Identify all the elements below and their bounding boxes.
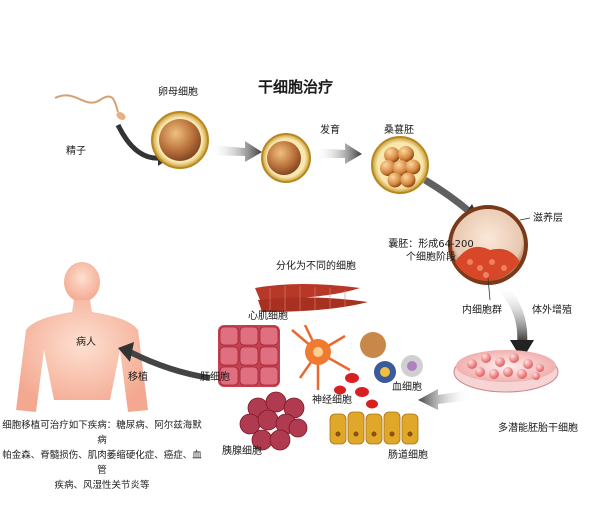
pancreatic-cell-illustration <box>240 392 307 450</box>
label-oocyte: 卵母细胞 <box>158 86 198 99</box>
treatable-note-line2: 帕金森、脊髓损伤、肌肉萎缩硬化症、癌症、血管 <box>2 448 202 478</box>
label-pancreatic-cells: 胰腺细胞 <box>222 445 262 458</box>
oocyte-illustration <box>152 112 208 168</box>
morula-illustration <box>372 137 428 193</box>
treatable-diseases-note: 细胞移植可治疗如下疾病：糖尿病、阿尔兹海默病 帕金森、脊髓损伤、肌肉萎缩硬化症、… <box>2 418 202 493</box>
label-blood-cells: 血细胞 <box>392 381 422 394</box>
sperm-illustration <box>55 95 127 121</box>
arrow-to-blastocyst <box>425 180 470 212</box>
label-trophoblast: 滋养层 <box>533 212 563 225</box>
label-blastocyst-line1: 囊胚：形成64-200 <box>376 238 486 251</box>
label-blastocyst: 囊胚：形成64-200 个细胞阶段 <box>376 238 486 264</box>
label-blastocyst-line2: 个细胞阶段 <box>376 251 486 264</box>
label-neurons: 神经细胞 <box>312 394 352 407</box>
arrow-to-morula <box>315 143 362 164</box>
label-intestinal-cells: 肠道细胞 <box>388 449 428 462</box>
label-differentiate: 分化为不同的细胞 <box>276 260 356 273</box>
zygote-illustration <box>262 134 310 182</box>
cardiomyocyte-illustration <box>255 284 368 312</box>
label-patient: 病人 <box>76 336 96 349</box>
label-inner-cell-mass: 内细胞群 <box>462 304 502 317</box>
label-sperm: 精子 <box>66 145 86 158</box>
label-pluripotent-stem-cells: 多潜能胚胎干细胞 <box>498 422 578 435</box>
treatable-note-line3: 疾病、风湿性关节炎等 <box>2 478 202 493</box>
intestinal-cell-illustration <box>330 412 418 444</box>
diagram-title: 干细胞治疗 <box>258 76 333 97</box>
label-cardiomyocytes: 心肌细胞 <box>248 310 288 323</box>
label-transplant: 移植 <box>128 371 148 384</box>
neuron-illustration <box>292 325 350 390</box>
arrow-to-dish <box>500 285 522 345</box>
label-morula: 桑葚胚 <box>384 124 414 137</box>
treatable-note-line1: 细胞移植可治疗如下疾病：糖尿病、阿尔兹海默病 <box>2 418 202 448</box>
culture-dish-illustration <box>454 350 558 392</box>
label-hepatocytes: 肝细胞 <box>200 371 230 384</box>
label-development: 发育 <box>320 124 340 137</box>
arrow-to-differentiation <box>418 389 470 410</box>
arrow-to-zygote <box>210 141 262 162</box>
label-in-vitro-proliferation: 体外增殖 <box>532 304 572 317</box>
